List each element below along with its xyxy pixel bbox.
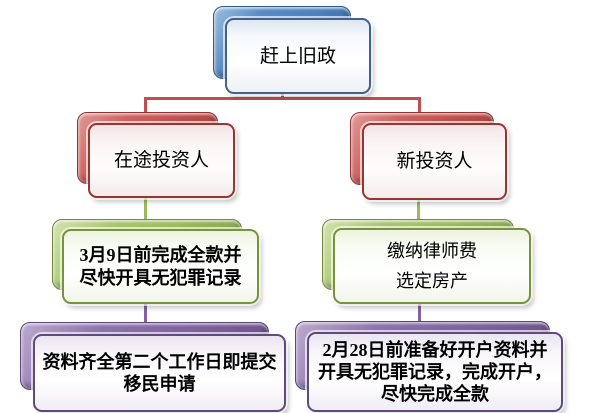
node-text-line: 缴纳律师费 xyxy=(387,241,477,261)
connector-right-purple xyxy=(418,297,421,328)
node-label-box: 3月9日前完成全款并 尽快开具无犯罪记录 xyxy=(62,229,259,304)
node-label-box: 资料齐全第二个工作日即提交 移民申请 xyxy=(33,334,286,412)
node-3d-shadow xyxy=(213,6,351,79)
node-3d-shadow xyxy=(20,322,269,390)
node-text-line: 移民申请 xyxy=(123,374,196,394)
node-text-line: 2月28日前准备好开户资料并 xyxy=(322,340,548,360)
node-3d-shadow xyxy=(295,321,550,390)
node-text-line: 3月9日前完成全款并 xyxy=(79,244,242,265)
node-3d-shadow xyxy=(350,112,494,185)
node-label-box: 新投资人 xyxy=(362,123,507,200)
node-label-box: 在途投资人 xyxy=(88,123,235,198)
connector-left-green xyxy=(144,190,147,226)
connector-right-green xyxy=(417,192,420,226)
node-text-line: 资料齐全第二个工作日即提交 xyxy=(42,352,277,372)
node-3d-shadow xyxy=(322,219,514,290)
node-text-line: 尽快开具无犯罪记录 xyxy=(79,267,242,288)
connector-left-purple xyxy=(144,297,147,329)
node-label-box: 赶上旧政 xyxy=(225,18,371,94)
node-3d-shadow xyxy=(77,112,218,184)
node-text-line: 新投资人 xyxy=(396,151,473,172)
node-text-line: 赶上旧政 xyxy=(259,45,336,67)
connector-left-branch-drop xyxy=(144,97,147,119)
node-label-box: 缴纳律师费 选定房产 xyxy=(333,228,531,304)
node-text-line: 选定房产 xyxy=(396,271,468,291)
connector-right-branch-drop xyxy=(418,97,421,119)
node-text-line: 尽快完成全款 xyxy=(381,384,489,404)
connector-branch-horizontal xyxy=(144,97,421,100)
node-3d-shadow xyxy=(52,219,242,290)
node-text-line: 在途投资人 xyxy=(113,150,209,171)
node-text-line: 开具无犯罪记录，完成开户， xyxy=(318,362,552,382)
node-label-box: 2月28日前准备好开户资料并 开具无犯罪记录，完成开户， 尽快完成全款 xyxy=(307,332,563,412)
